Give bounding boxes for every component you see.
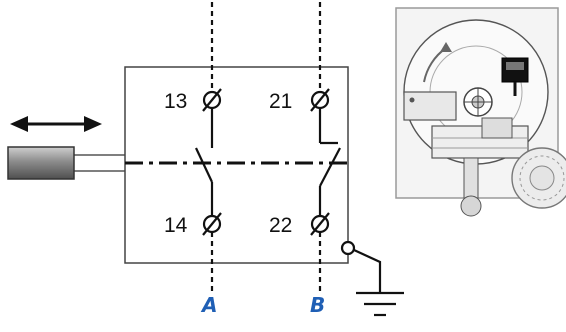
terminal-label-13: 13 xyxy=(164,90,187,113)
terminal-label-22: 22 xyxy=(269,214,292,237)
ground-icon xyxy=(340,240,404,317)
terminal-screw-22 xyxy=(310,212,330,236)
contact-13-14 xyxy=(195,108,214,216)
contact-21-22 xyxy=(318,108,341,216)
terminal-label-21: 21 xyxy=(269,90,292,113)
limit-switch-device-photo xyxy=(395,7,566,217)
terminal-screw-21 xyxy=(310,88,330,112)
line-label-b: B xyxy=(310,293,325,317)
line-label-a: A xyxy=(200,293,217,317)
terminal-screw-14 xyxy=(202,212,222,236)
actuator-plunger xyxy=(7,146,125,180)
double-arrow-icon xyxy=(10,116,102,132)
switch-housing xyxy=(124,66,349,264)
terminal-label-14: 14 xyxy=(164,214,188,237)
terminal-screw-13 xyxy=(202,88,222,112)
